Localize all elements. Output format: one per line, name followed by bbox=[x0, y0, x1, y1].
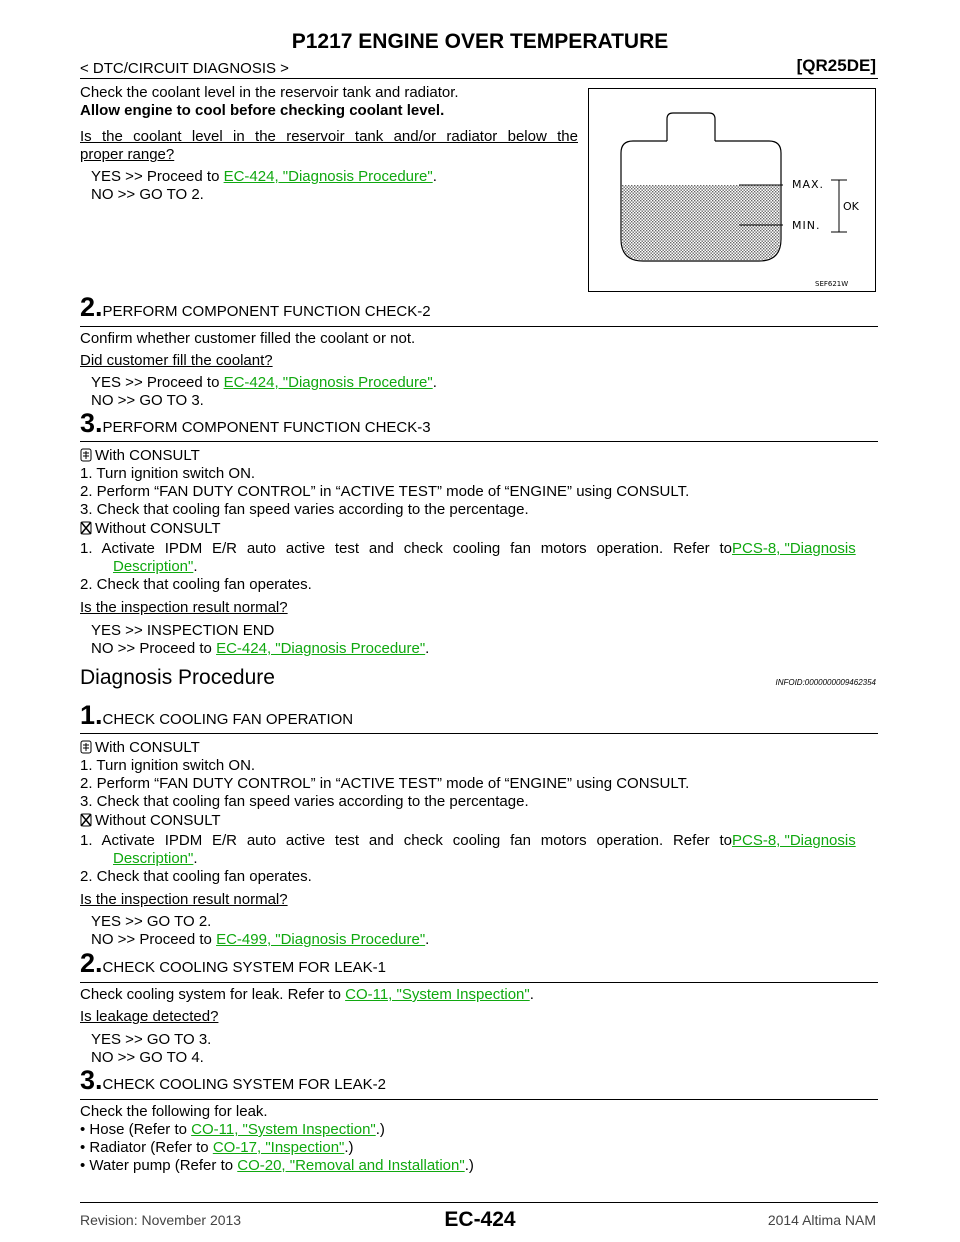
no-consult-icon bbox=[80, 521, 92, 535]
consult-icon bbox=[80, 448, 92, 462]
step2-no: NO >> GO TO 4. bbox=[91, 1049, 204, 1066]
bullet-item: • Hose (Refer to CO-11, "System Inspecti… bbox=[80, 1121, 385, 1138]
step2-yes: YES >> GO TO 3. bbox=[91, 1031, 212, 1048]
link-diagnosis-procedure[interactable]: EC-424, "Diagnosis Procedure" bbox=[216, 640, 426, 657]
reservoir-tank-illustration: MAX. MIN. OK SEF621W bbox=[620, 112, 860, 288]
check3-question: Is the inspection result normal? bbox=[80, 599, 288, 616]
check2-yes: YES >> Proceed to EC-424, "Diagnosis Pro… bbox=[91, 374, 437, 391]
check2-question: Did customer fill the coolant? bbox=[80, 352, 273, 369]
step2-body: Check cooling system for leak. Refer to … bbox=[80, 986, 534, 1003]
footer-divider bbox=[80, 1202, 878, 1203]
check3-yes: YES >> INSPECTION END bbox=[91, 622, 275, 639]
section-heading: Diagnosis Procedure bbox=[80, 666, 275, 689]
link-diagnosis-procedure[interactable]: EC-424, "Diagnosis Procedure" bbox=[223, 168, 433, 185]
step-heading: 2.CHECK COOLING SYSTEM FOR LEAK-1 bbox=[80, 948, 386, 978]
list-item: 2. Check that cooling fan operates. bbox=[80, 576, 312, 593]
bullet-item: • Water pump (Refer to CO-20, "Removal a… bbox=[80, 1157, 474, 1174]
link-inspection[interactable]: CO-17, "Inspection" bbox=[212, 1139, 345, 1156]
link-system-inspection[interactable]: CO-11, "System Inspection" bbox=[345, 986, 530, 1003]
coolant-level-figure: MAX. MIN. OK SEF621W bbox=[588, 88, 876, 292]
page-number: EC-424 bbox=[444, 1208, 516, 1231]
figure-code: SEF621W bbox=[815, 280, 848, 288]
max-label: MAX. bbox=[792, 178, 824, 191]
section-label: < DTC/CIRCUIT DIAGNOSIS > bbox=[80, 60, 289, 77]
consult-icon bbox=[80, 740, 92, 754]
with-consult-label: With CONSULT bbox=[80, 739, 200, 757]
list-item: 2. Perform “FAN DUTY CONTROL” in “ACTIVE… bbox=[80, 483, 690, 500]
intro-question: Is the coolant level in the reservoir ta… bbox=[80, 128, 578, 145]
step2-question: Is leakage detected? bbox=[80, 1008, 219, 1025]
link-pcs-diagnosis[interactable]: PCS-8, "Diagnosis bbox=[732, 832, 856, 849]
intro-line-1: Check the coolant level in the reservoir… bbox=[80, 84, 459, 101]
with-consult-label: With CONSULT bbox=[80, 447, 200, 465]
step-heading: 2.PERFORM COMPONENT FUNCTION CHECK-2 bbox=[80, 292, 431, 322]
link-system-inspection[interactable]: CO-11, "System Inspection" bbox=[191, 1121, 376, 1138]
step-heading: 3.PERFORM COMPONENT FUNCTION CHECK-3 bbox=[80, 408, 431, 438]
step1-question: Is the inspection result normal? bbox=[80, 891, 288, 908]
without-consult-label: Without CONSULT bbox=[80, 812, 221, 830]
list-item: 1. Activate IPDM E/R auto active test an… bbox=[80, 832, 856, 849]
link-diagnosis-procedure[interactable]: EC-499, "Diagnosis Procedure" bbox=[216, 931, 426, 948]
step-divider bbox=[80, 441, 878, 442]
step-divider bbox=[80, 326, 878, 327]
check2-no: NO >> GO TO 3. bbox=[91, 392, 204, 409]
intro-line-2: Allow engine to cool before checking coo… bbox=[80, 102, 445, 119]
revision-date: Revision: November 2013 bbox=[80, 1212, 242, 1228]
list-item: 2. Check that cooling fan operates. bbox=[80, 868, 312, 885]
link-diagnosis-procedure[interactable]: EC-424, "Diagnosis Procedure" bbox=[223, 374, 433, 391]
list-item-cont: Description". bbox=[113, 558, 198, 575]
min-label: MIN. bbox=[792, 219, 820, 232]
no-consult-icon bbox=[80, 813, 92, 827]
list-item: 3. Check that cooling fan speed varies a… bbox=[80, 501, 529, 518]
without-consult-label: Without CONSULT bbox=[80, 520, 221, 538]
link-pcs-description[interactable]: Description" bbox=[113, 558, 194, 575]
link-pcs-description[interactable]: Description" bbox=[113, 850, 194, 867]
list-item: 3. Check that cooling fan speed varies a… bbox=[80, 793, 529, 810]
info-id: INFOID:0000000009462354 bbox=[775, 678, 876, 687]
list-item: 2. Perform “FAN DUTY CONTROL” in “ACTIVE… bbox=[80, 775, 690, 792]
step-heading: 3.CHECK COOLING SYSTEM FOR LEAK-2 bbox=[80, 1065, 386, 1095]
intro-no: NO >> GO TO 2. bbox=[91, 186, 204, 203]
list-item: 1. Activate IPDM E/R auto active test an… bbox=[80, 540, 856, 557]
intro-yes: YES >> Proceed to EC-424, "Diagnosis Pro… bbox=[91, 168, 437, 185]
step-divider bbox=[80, 982, 878, 983]
step-divider bbox=[80, 733, 878, 734]
step3-body: Check the following for leak. bbox=[80, 1103, 268, 1120]
ok-label: OK bbox=[843, 200, 860, 213]
check3-no: NO >> Proceed to EC-424, "Diagnosis Proc… bbox=[91, 640, 430, 657]
step-divider bbox=[80, 1099, 878, 1100]
model-label: 2014 Altima NAM bbox=[767, 1212, 876, 1228]
step-heading: 1.CHECK COOLING FAN OPERATION bbox=[80, 700, 354, 730]
step1-no: NO >> Proceed to EC-499, "Diagnosis Proc… bbox=[91, 931, 430, 948]
list-item: 1. Turn ignition switch ON. bbox=[80, 757, 256, 774]
link-pcs-diagnosis[interactable]: PCS-8, "Diagnosis bbox=[732, 540, 856, 557]
step1-yes: YES >> GO TO 2. bbox=[91, 913, 212, 930]
engine-code: [QR25DE] bbox=[796, 56, 876, 75]
list-item-cont: Description". bbox=[113, 850, 198, 867]
link-removal-installation[interactable]: CO-20, "Removal and Installation" bbox=[237, 1157, 465, 1174]
intro-question-cont: proper range? bbox=[80, 146, 175, 163]
list-item: 1. Turn ignition switch ON. bbox=[80, 465, 256, 482]
check2-body: Confirm whether customer filled the cool… bbox=[80, 330, 416, 347]
page-title: P1217 ENGINE OVER TEMPERATURE bbox=[291, 30, 669, 53]
bullet-item: • Radiator (Refer to CO-17, "Inspection"… bbox=[80, 1139, 354, 1156]
header-divider bbox=[80, 78, 878, 79]
